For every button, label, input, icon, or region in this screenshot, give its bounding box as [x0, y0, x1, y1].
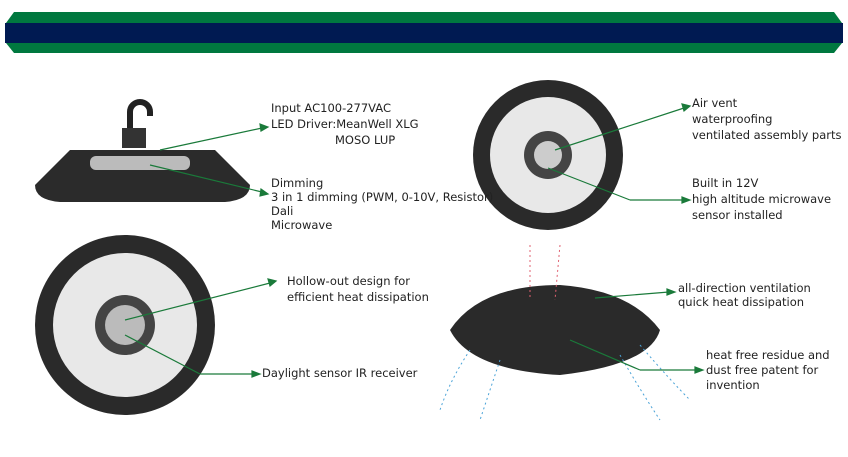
driver-spec-2: MOSO LUP	[335, 133, 396, 147]
callout-arrows	[124, 103, 705, 378]
hollow-2: efficient heat dissipation	[287, 290, 429, 304]
dimming-modes: 3 in 1 dimming (PWM, 0-10V, Resistor)	[271, 190, 494, 204]
air-vent-1: Air vent	[692, 96, 738, 110]
hollow-1: Hollow-out design for	[287, 274, 410, 288]
ventilation-2: quick heat dissipation	[678, 295, 805, 309]
lamp-side-view	[35, 99, 250, 202]
sensor-1: Built in 12V	[692, 176, 759, 190]
residue-1: heat free residue and	[706, 348, 830, 362]
input-spec: Input AC100-277VAC	[271, 101, 392, 115]
daylight-sensor: Daylight sensor IR receiver	[262, 366, 418, 380]
driver-spec: LED Driver:MeanWell XLG	[271, 117, 419, 131]
residue-2: dust free patent for	[706, 363, 819, 377]
dimming-microwave: Microwave	[271, 218, 333, 232]
residue-3: invention	[706, 378, 760, 392]
lamp-ventilation-view	[439, 244, 691, 421]
dimming-title: Dimming	[271, 176, 324, 190]
air-vent-2: waterproofing	[692, 112, 773, 126]
sensor-3: sensor installed	[692, 208, 783, 222]
ventilation-1: all-direction ventilation	[678, 281, 811, 295]
dimming-dali: Dali	[271, 204, 294, 218]
lamp-bottom-left	[35, 235, 215, 415]
header-banner	[5, 12, 843, 53]
lamp-top-right	[473, 80, 623, 230]
air-vent-3: ventilated assembly parts	[692, 128, 842, 142]
sensor-2: high altitude microwave	[692, 192, 832, 206]
